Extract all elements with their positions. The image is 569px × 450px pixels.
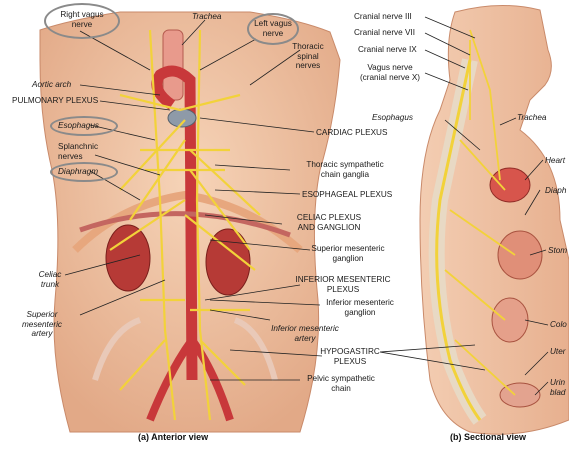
label-esophageal-plexus: ESOPHAGEAL PLEXUS xyxy=(302,190,392,200)
heart-shape xyxy=(490,168,530,202)
label-stom: Stom xyxy=(548,246,567,256)
label-uter: Uter xyxy=(550,347,565,357)
label-aortic-arch: Aortic arch xyxy=(32,80,71,90)
colon-shape xyxy=(492,298,528,342)
caption-sectional-view: (b) Sectional view xyxy=(450,432,526,442)
label-vagus-nerve: Vagus nerve(cranial nerve X) xyxy=(352,63,428,82)
label-cranial-nerve-iii: Cranial nerve III xyxy=(354,12,412,22)
label-esophagus: Esophagus xyxy=(58,121,99,131)
label-cardiac-plexus: CARDIAC PLEXUS xyxy=(316,128,387,138)
label-cranial-nerve-ix: Cranial nerve IX xyxy=(358,45,417,55)
label-sectional-trachea: Trachea xyxy=(517,113,546,123)
stomach-shape xyxy=(498,231,542,279)
sectional-figure xyxy=(420,5,569,434)
label-diaph: Diaph xyxy=(545,186,566,196)
label-sectional-esophagus: Esophagus xyxy=(372,113,413,123)
label-colo: Colo xyxy=(550,320,567,330)
label-trachea: Trachea xyxy=(192,12,221,22)
label-diaphragm: Diaphragm xyxy=(58,167,98,177)
label-heart: Heart xyxy=(545,156,565,166)
trachea-shape xyxy=(163,30,183,100)
label-cranial-nerve-vii: Cranial nerve VII xyxy=(354,28,415,38)
label-pulmonary-plexus: PULMONARY PLEXUS xyxy=(12,96,98,106)
caption-anterior-view: (a) Anterior view xyxy=(138,432,208,442)
